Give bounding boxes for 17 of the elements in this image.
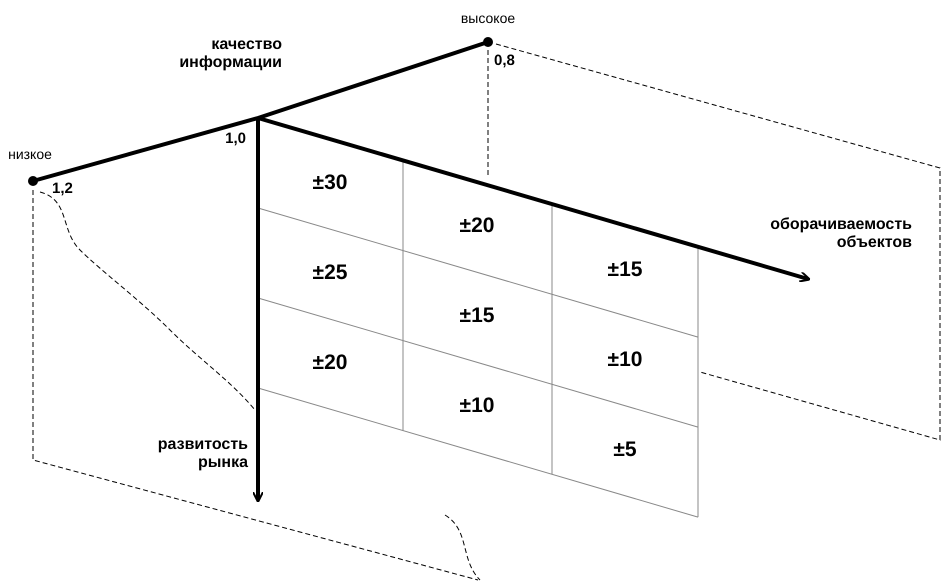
end-label: высокое bbox=[460, 10, 516, 26]
table-value: ±5 bbox=[613, 438, 637, 462]
axis-value: 0,8 bbox=[494, 52, 515, 69]
table-value: ±25 bbox=[312, 261, 348, 286]
axis-title: оборачиваемость объектов bbox=[769, 216, 912, 252]
axis-value: 1,0 bbox=[225, 130, 246, 147]
end-label: низкое bbox=[8, 146, 52, 162]
table-value: ±10 bbox=[460, 394, 494, 418]
table-value: ±20 bbox=[312, 351, 348, 376]
table-value: ±20 bbox=[460, 214, 494, 238]
axis-value: 1,2 bbox=[52, 180, 73, 197]
table-value: ±15 bbox=[608, 258, 642, 282]
table-value: ±30 bbox=[312, 171, 348, 196]
table-value: ±15 bbox=[460, 304, 494, 328]
axis-title: развитость рынка bbox=[156, 436, 248, 472]
table-value: ±10 bbox=[608, 348, 642, 372]
axis-title: качество информации bbox=[178, 36, 282, 72]
